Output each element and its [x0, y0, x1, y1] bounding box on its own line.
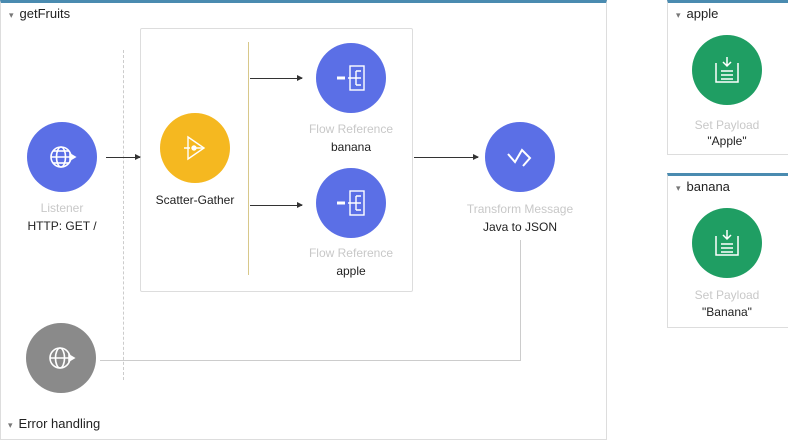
arrow	[414, 154, 479, 160]
flow-reference-icon	[337, 65, 365, 91]
set-payload-value: "Apple"	[707, 134, 747, 148]
set-payload-icon	[715, 230, 739, 256]
flow-reference-icon	[337, 190, 365, 216]
return-line	[100, 360, 521, 361]
arrow	[250, 202, 303, 208]
banana-flow-panel: banana Set Payload "Banana"	[667, 173, 788, 328]
scatter-gather-label: Scatter-Gather	[155, 193, 235, 207]
flow-ref-banana-name: banana	[330, 140, 372, 154]
set-payload-icon	[715, 57, 739, 83]
flow-title[interactable]: apple	[676, 6, 719, 21]
flow-ref-apple-node[interactable]	[316, 168, 386, 238]
listener-name: HTTP: GET /	[27, 219, 97, 233]
flow-title[interactable]: banana	[676, 179, 730, 194]
scatter-divider	[248, 42, 249, 275]
listener-type: Listener	[40, 201, 84, 215]
set-payload-banana-node[interactable]	[692, 208, 762, 278]
flow-title[interactable]: getFruits	[9, 6, 71, 21]
error-handling-toggle[interactable]: Error handling	[8, 416, 101, 431]
scatter-gather-node[interactable]	[160, 113, 230, 183]
flow-ref-banana-type: Flow Reference	[308, 122, 394, 136]
globe-icon	[50, 146, 77, 168]
flow-ref-banana-node[interactable]	[316, 43, 386, 113]
set-payload-type: Set Payload	[694, 288, 760, 302]
flow-ref-apple-name: apple	[336, 264, 366, 278]
globe-icon	[49, 347, 76, 369]
arrow	[250, 75, 303, 81]
getfruits-flow-panel: getFruits	[0, 0, 607, 440]
transform-name: Java to JSON	[482, 220, 558, 234]
arrow	[106, 154, 141, 160]
scatter-gather-scope[interactable]	[140, 28, 413, 292]
set-payload-value: "Banana"	[702, 305, 752, 319]
scatter-gather-icon	[184, 135, 206, 161]
set-payload-type: Set Payload	[694, 118, 760, 132]
source-divider	[123, 50, 124, 380]
listener-node[interactable]	[27, 122, 97, 192]
transform-node[interactable]	[485, 122, 555, 192]
dataweave-icon	[507, 148, 532, 167]
flow-ref-apple-type: Flow Reference	[308, 246, 394, 260]
return-line	[520, 240, 521, 360]
transform-type: Transform Message	[466, 202, 574, 216]
set-payload-apple-node[interactable]	[692, 35, 762, 105]
error-source-node[interactable]	[26, 323, 96, 393]
apple-flow-panel: apple Set Payload "Apple"	[667, 0, 788, 155]
